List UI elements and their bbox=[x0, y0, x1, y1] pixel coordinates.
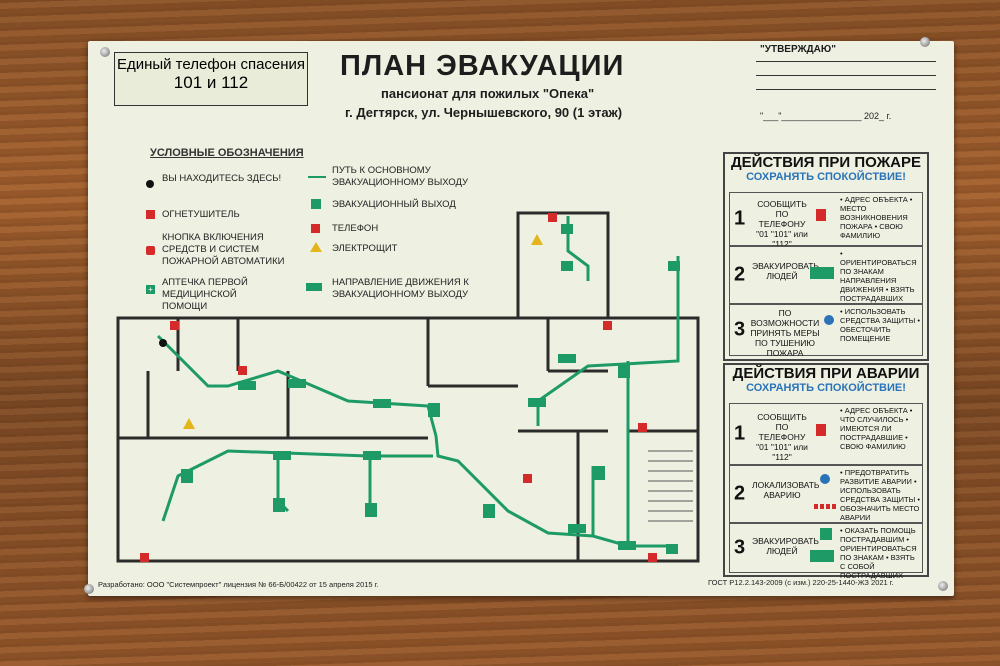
legend-item: КНОПКА ВКЛЮЧЕНИЯ СРЕДСТВ И СИСТЕМ ПОЖАРН… bbox=[162, 232, 285, 267]
exit-signs bbox=[181, 224, 680, 554]
screw-icon bbox=[938, 581, 948, 591]
screw-icon bbox=[84, 584, 94, 594]
direction-arrow-icon bbox=[306, 283, 322, 291]
rescue-phone-numbers: 101 и 112 bbox=[173, 73, 249, 92]
phone-icon bbox=[816, 424, 826, 436]
rescue-phone-box: Единый телефон спасения 101 и 112 bbox=[114, 52, 308, 106]
signature-line bbox=[756, 89, 936, 90]
legend-item: ЭВАКУАЦИОННЫЙ ВЫХОД bbox=[332, 199, 456, 210]
accident-actions-panel: ДЕЙСТВИЯ ПРИ АВАРИИ СОХРАНЯТЬ СПОКОЙСТВИ… bbox=[723, 363, 929, 580]
plan-subtitle: пансионат для пожилых "Опека" bbox=[381, 86, 595, 101]
approve-date: "___"________________ 202_ г. bbox=[760, 111, 892, 121]
walls bbox=[116, 211, 700, 563]
developer-footer: Разработано: ООО "Системпроект" лицензия… bbox=[98, 580, 379, 589]
extinguisher-icon bbox=[146, 210, 155, 219]
electrical-panel-icon bbox=[183, 418, 195, 429]
route-line-icon bbox=[308, 176, 326, 178]
accident-step-1: 1 СООБЩИТЬ ПО ТЕЛЕФОНУ "01 "101" или "11… bbox=[729, 403, 923, 465]
legend-title: УСЛОВНЫЕ ОБОЗНАЧЕНИЯ bbox=[150, 147, 304, 159]
exit-icon bbox=[810, 267, 834, 279]
plan-title: ПЛАН ЭВАКУАЦИИ bbox=[340, 50, 625, 82]
legend-item: АПТЕЧКА ПЕРВОЙ МЕДИЦИНСКОЙ ПОМОЩИ bbox=[162, 277, 248, 312]
you-are-here-icon bbox=[146, 180, 154, 188]
phone-icon bbox=[816, 209, 826, 221]
screw-icon bbox=[920, 37, 930, 47]
legend-item: ТЕЛЕФОН bbox=[332, 223, 379, 234]
rescue-phone-title: Единый телефон спасения bbox=[116, 56, 306, 73]
signature-line bbox=[756, 61, 936, 62]
exit-icon bbox=[810, 550, 834, 562]
signature-line bbox=[756, 75, 936, 76]
legend-item: ВЫ НАХОДИТЕСЬ ЗДЕСЬ! bbox=[162, 173, 282, 184]
fire-step-1: 1 СООБЩИТЬ ПО ТЕЛЕФОНУ "01 "101" или "11… bbox=[729, 192, 923, 249]
you-are-here-icon bbox=[159, 339, 167, 347]
info-icon bbox=[820, 474, 830, 484]
accident-calm-text: СОХРАНЯТЬ СПОКОЙСТВИЕ! bbox=[746, 382, 906, 394]
phone-icon bbox=[311, 224, 320, 233]
accident-step-2: 2 ЛОКАЛИЗОВАТЬ АВАРИЮ • ПРЕДОТВРАТИТЬ РА… bbox=[729, 465, 923, 523]
screw-icon bbox=[100, 47, 110, 57]
standard-footer: ГОСТ Р12.2.143-2009 (с изм.) 220-25-1440… bbox=[708, 578, 894, 587]
fire-step-3: 3 ПО ВОЗМОЖНОСТИ ПРИНЯТЬ МЕРЫ ПО ТУШЕНИЮ… bbox=[729, 304, 923, 358]
evacuation-plan-board: Единый телефон спасения 101 и 112 ПЛАН Э… bbox=[84, 37, 954, 596]
fire-alarm-button-icon bbox=[146, 246, 155, 255]
fire-actions-panel: ДЕЙСТВИЯ ПРИ ПОЖАРЕ СОХРАНЯТЬ СПОКОЙСТВИ… bbox=[723, 152, 929, 361]
first-aid-icon bbox=[820, 528, 832, 540]
stairs bbox=[648, 450, 693, 522]
electrical-panel-icon bbox=[531, 234, 543, 245]
legend-item: ПУТЬ К ОСНОВНОМУ ЭВАКУАЦИОННОМУ ВЫХОДУ bbox=[332, 165, 469, 188]
floor-plan bbox=[116, 211, 700, 563]
first-aid-icon: + bbox=[146, 285, 155, 294]
legend-item: НАПРАВЛЕНИЕ ДВИЖЕНИЯ К ЭВАКУАЦИОННОМУ ВЫ… bbox=[332, 277, 469, 300]
accident-actions-title: ДЕЙСТВИЯ ПРИ АВАРИИ bbox=[732, 365, 920, 382]
fire-step-2: 2 ЭВАКУИРОВАТЬ ЛЮДЕЙ • ОРИЕНТИРОВАТЬСЯ П… bbox=[729, 246, 923, 304]
info-icon bbox=[824, 315, 834, 325]
electrical-panel-icon bbox=[310, 242, 322, 252]
exit-icon bbox=[311, 199, 321, 209]
fire-calm-text: СОХРАНЯТЬ СПОКОЙСТВИЕ! bbox=[746, 171, 906, 183]
approve-label: "УТВЕРЖДАЮ" bbox=[760, 44, 836, 55]
plan-address: г. Дегтярск, ул. Чернышевского, 90 (1 эт… bbox=[345, 105, 623, 120]
fire-equipment bbox=[140, 213, 657, 562]
legend-item: ОГНЕТУШИТЕЛЬ bbox=[162, 209, 240, 220]
legend-item: ЭЛЕКТРОЩИТ bbox=[332, 243, 398, 254]
evacuation-routes bbox=[156, 216, 680, 548]
fire-actions-title: ДЕЙСТВИЯ ПРИ ПОЖАРЕ bbox=[730, 154, 922, 171]
hazard-tape-icon bbox=[814, 504, 838, 509]
accident-step-3: 3 ЭВАКУИРОВАТЬ ЛЮДЕЙ • ОКАЗАТЬ ПОМОЩЬ ПО… bbox=[729, 523, 923, 580]
